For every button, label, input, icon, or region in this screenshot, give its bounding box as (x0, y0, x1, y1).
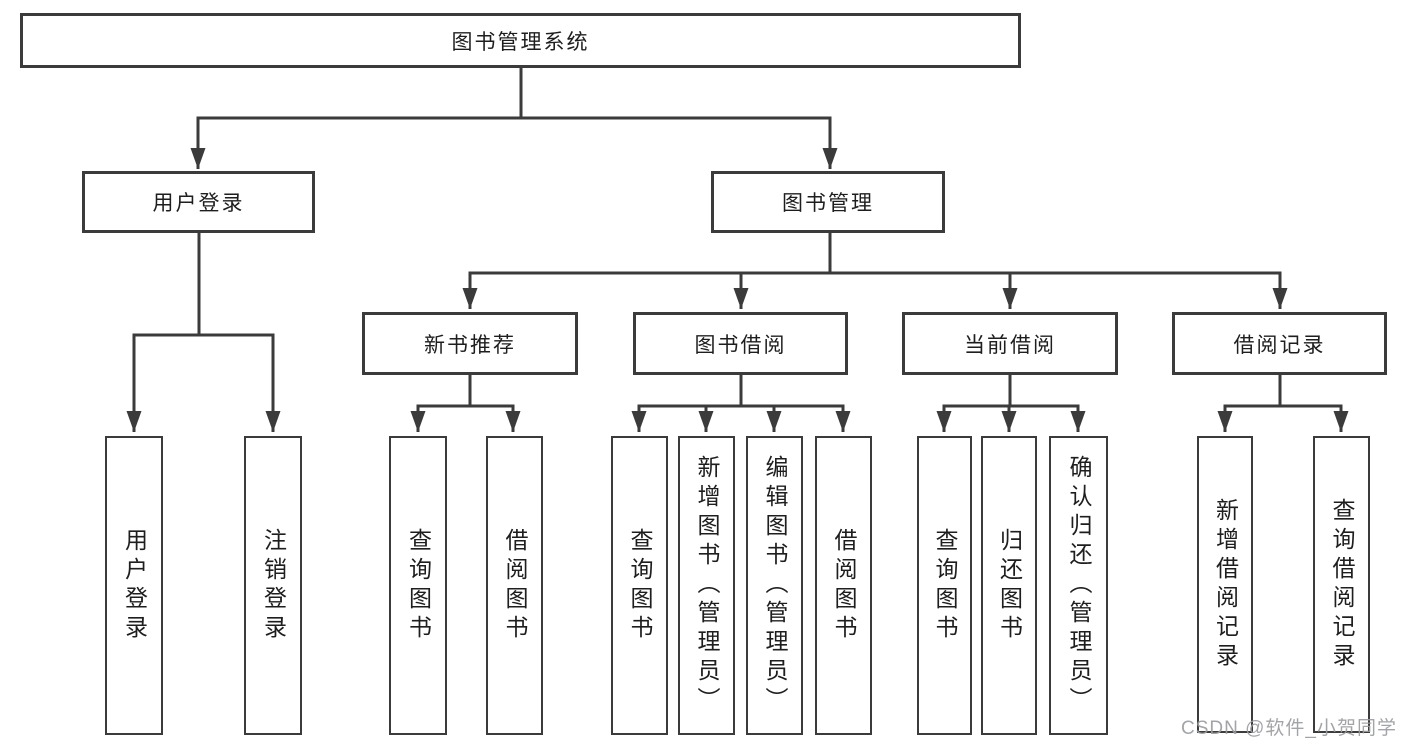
leaf-logout-login: 注销登录 (244, 436, 302, 735)
leaf-query-book-borrow: 查询图书 (611, 436, 668, 735)
leaf-add-borrow-record: 新增借阅记录 (1197, 436, 1253, 733)
leaf-borrow-book-recommend: 借阅图书 (486, 436, 543, 735)
leaf-query-borrow-record: 查询借阅记录 (1313, 436, 1370, 733)
leaf-query-book-current: 查询图书 (917, 436, 972, 735)
node-root: 图书管理系统 (20, 13, 1021, 68)
leaf-query-book-recommend: 查询图书 (389, 436, 447, 735)
node-user-login: 用户登录 (82, 171, 315, 233)
leaf-confirm-return-admin: 确认归还（管理员） (1049, 436, 1108, 735)
leaf-edit-book-admin: 编辑图书（管理员） (746, 436, 803, 735)
node-borrow-record: 借阅记录 (1172, 312, 1387, 375)
leaf-borrow-book: 借阅图书 (815, 436, 872, 735)
node-book-management: 图书管理 (711, 171, 945, 233)
node-new-book-recommend: 新书推荐 (362, 312, 578, 375)
leaf-add-book-admin: 新增图书（管理员） (678, 436, 735, 735)
leaf-user-login: 用户登录 (105, 436, 163, 735)
node-current-borrow: 当前借阅 (902, 312, 1118, 375)
watermark: CSDN @软件_小贺同学 (1181, 718, 1397, 739)
leaf-return-book: 归还图书 (981, 436, 1037, 735)
node-book-borrow: 图书借阅 (633, 312, 848, 375)
